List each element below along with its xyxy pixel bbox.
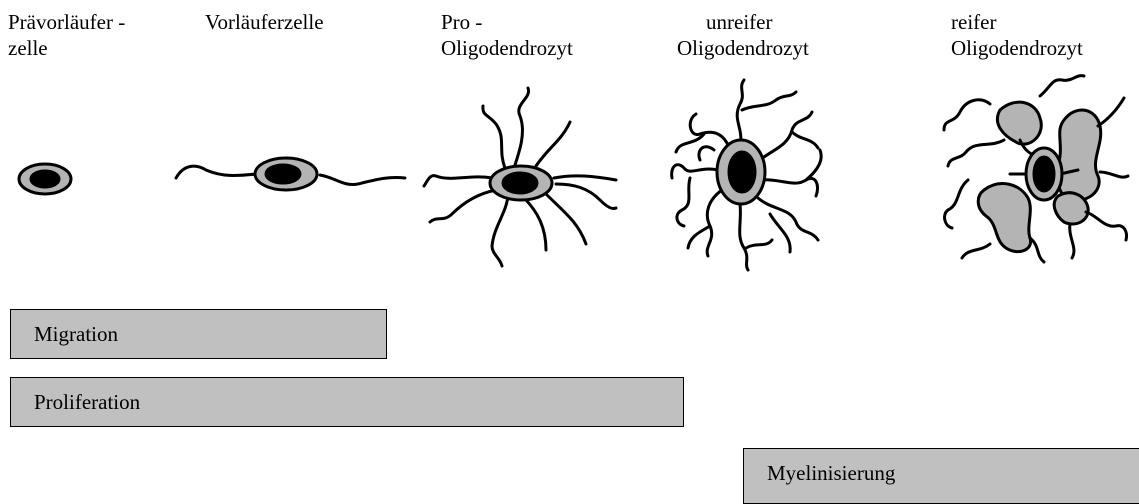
migration-label: Migration — [34, 322, 118, 347]
migration-bar: Migration — [10, 309, 387, 359]
cell-progenitor — [176, 158, 405, 190]
cell-preprogenitor — [19, 164, 71, 194]
cell-pro-oligodendrocyte — [424, 88, 616, 266]
cell-mature-oligodendrocyte — [944, 76, 1128, 262]
cell-immature-oligodendrocyte — [672, 80, 822, 270]
myelination-label: Myelinisierung — [767, 461, 895, 486]
proliferation-label: Proliferation — [34, 390, 140, 415]
proliferation-bar: Proliferation — [10, 377, 684, 427]
